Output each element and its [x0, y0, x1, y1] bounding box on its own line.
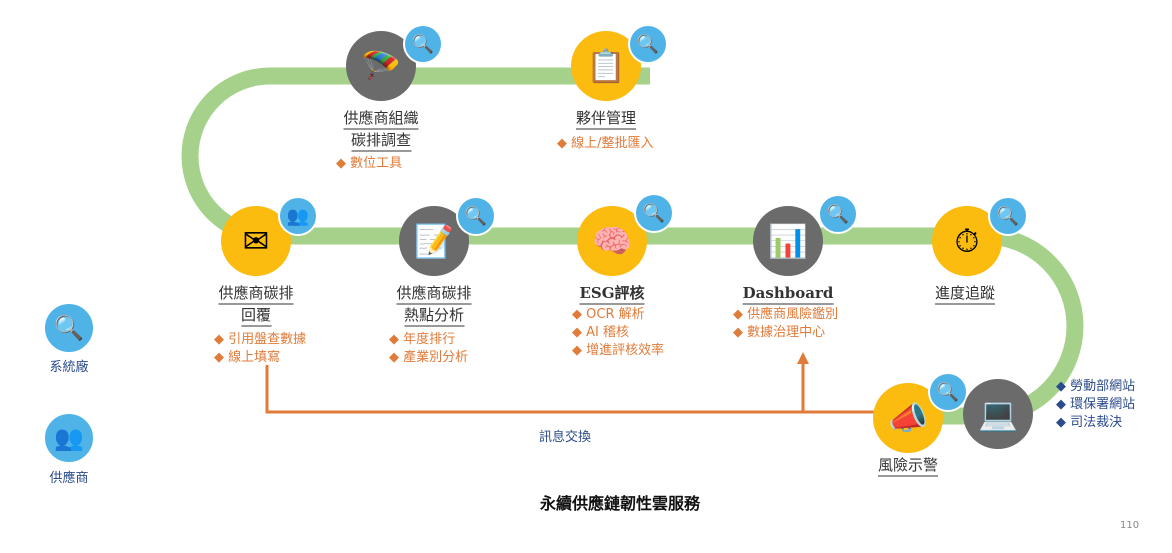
- supplier-legend-icon: 👥: [43, 412, 95, 464]
- system-badge-icon: 🔍: [818, 194, 858, 234]
- system-badge-icon: 🔍: [634, 193, 674, 233]
- footer-title: 永續供應鏈韌性雲服務: [539, 494, 701, 513]
- legend-system-label: 系統廠: [49, 360, 89, 375]
- system-badge-icon: 🔍: [628, 24, 668, 64]
- system-badge-icon: 🔍: [928, 372, 968, 412]
- node-title: 風險示警: [877, 455, 939, 477]
- node-title: Dashboard: [742, 283, 834, 305]
- page-number: 110: [1120, 520, 1140, 531]
- system-badge-icon: 🔍: [988, 196, 1028, 236]
- external-sources-list: 勞動部網站環保署網站司法裁決: [1056, 378, 1135, 432]
- node-bullets: OCR 解析AI 稽核增進評核效率: [572, 306, 664, 360]
- node-title: 供應商碳排回覆: [218, 283, 294, 327]
- node-title: 供應商碳排熱點分析: [396, 283, 472, 327]
- message-line: [265, 365, 880, 414]
- node-title: 供應商組織碳排調查: [343, 108, 419, 152]
- node-bullets: 引用盤查數據線上填寫: [214, 331, 306, 367]
- node-title: 夥伴管理: [575, 108, 637, 130]
- system-legend-icon: 🔍: [43, 302, 95, 354]
- node-bullets: 供應商風險鑑別數據治理中心: [733, 306, 838, 342]
- system-badge-icon: 🔍: [403, 24, 443, 64]
- system-badge-icon: 🔍: [456, 196, 496, 236]
- node-bullets: 數位工具: [336, 155, 402, 173]
- arrow-head-icon: [797, 352, 809, 364]
- node-title: 進度追蹤: [934, 283, 996, 305]
- laptop-icon: 💻: [963, 379, 1033, 449]
- supplier-badge-icon: 👥: [278, 196, 318, 236]
- bar-chart-icon: 📊: [753, 206, 823, 276]
- message-exchange-label: 訊息交換: [538, 430, 592, 445]
- node-bullets: 線上/整批匯入: [557, 135, 653, 153]
- node-bullets: 年度排行產業別分析: [389, 331, 468, 367]
- legend-supplier-label: 供應商: [49, 471, 89, 486]
- node-title: ESG評核: [579, 283, 645, 305]
